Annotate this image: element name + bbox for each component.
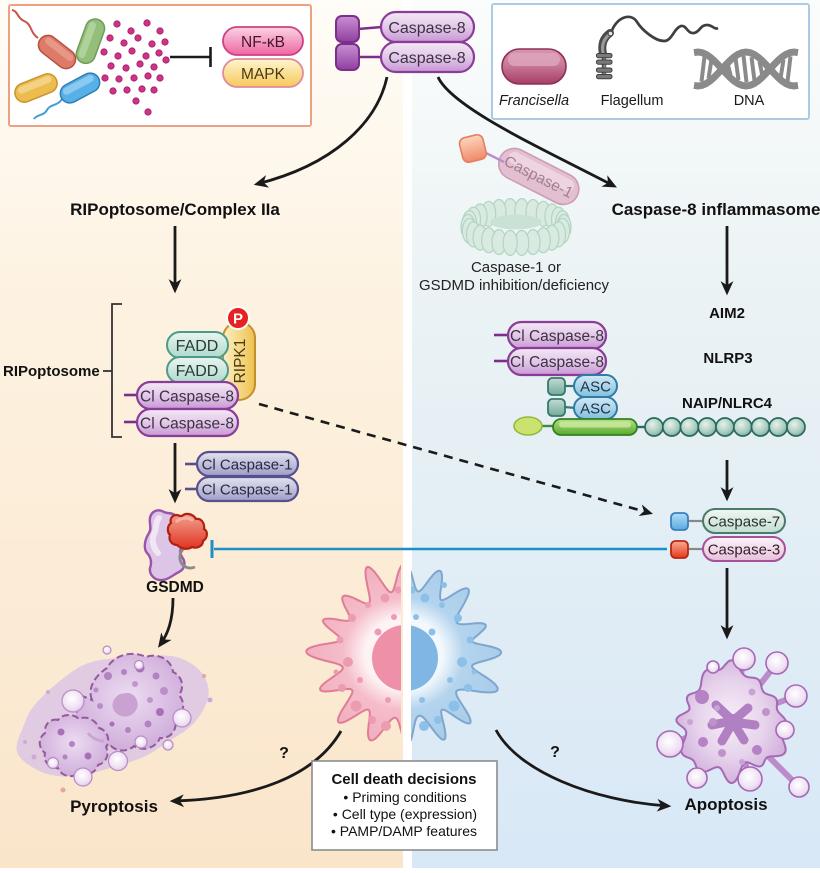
svg-text:DNA: DNA: [734, 93, 765, 109]
svg-text:Cl Caspase-1: Cl Caspase-1: [202, 457, 293, 474]
svg-text:RIPK1: RIPK1: [232, 339, 249, 384]
svg-text:Caspase-1 or: Caspase-1 or: [471, 259, 561, 276]
svg-text:Caspase-8: Caspase-8: [388, 50, 465, 67]
svg-text:Caspase-7: Caspase-7: [708, 514, 781, 531]
svg-text:?: ?: [279, 745, 289, 762]
svg-text:NAIP/NLRC4: NAIP/NLRC4: [682, 395, 773, 412]
svg-text:FADD: FADD: [176, 338, 219, 355]
svg-text:NLRP3: NLRP3: [703, 350, 752, 367]
svg-text:RIPoptosome: RIPoptosome: [3, 363, 100, 380]
svg-text:MAPK: MAPK: [241, 66, 286, 83]
svg-text:Cl Caspase-1: Cl Caspase-1: [202, 482, 293, 499]
svg-text:Flagellum: Flagellum: [601, 93, 664, 109]
svg-text:AIM2: AIM2: [709, 305, 745, 322]
svg-text:?: ?: [550, 744, 560, 761]
svg-text:Caspase-8: Caspase-8: [388, 20, 465, 37]
svg-text:ASC: ASC: [580, 401, 611, 418]
svg-text:• Priming conditions: • Priming conditions: [343, 789, 466, 805]
svg-text:Cl Caspase-8: Cl Caspase-8: [140, 416, 234, 433]
svg-text:Pyroptosis: Pyroptosis: [70, 797, 158, 816]
svg-text:Cl Caspase-8: Cl Caspase-8: [510, 354, 604, 371]
svg-text:Caspase-3: Caspase-3: [708, 542, 781, 559]
svg-text:Cl Caspase-8: Cl Caspase-8: [510, 328, 604, 345]
svg-text:Apoptosis: Apoptosis: [684, 795, 767, 814]
svg-text:FADD: FADD: [176, 363, 219, 380]
svg-text:P: P: [233, 311, 243, 328]
svg-text:Cl Caspase-8: Cl Caspase-8: [140, 389, 234, 406]
svg-text:Francisella: Francisella: [499, 93, 569, 109]
svg-text:Caspase-8 inflammasome: Caspase-8 inflammasome: [612, 200, 820, 219]
svg-text:GSDMD: GSDMD: [146, 579, 204, 596]
svg-text:RIPoptosome/Complex IIa: RIPoptosome/Complex IIa: [70, 200, 280, 219]
svg-text:• Cell type (expression): • Cell type (expression): [333, 806, 477, 822]
svg-text:NF-κB: NF-κB: [241, 34, 285, 51]
svg-text:GSDMD inhibition/deficiency: GSDMD inhibition/deficiency: [419, 277, 610, 294]
svg-text:ASC: ASC: [580, 379, 611, 396]
svg-text:Cell death decisions: Cell death decisions: [331, 771, 476, 788]
svg-text:• PAMP/DAMP features: • PAMP/DAMP features: [331, 823, 477, 839]
